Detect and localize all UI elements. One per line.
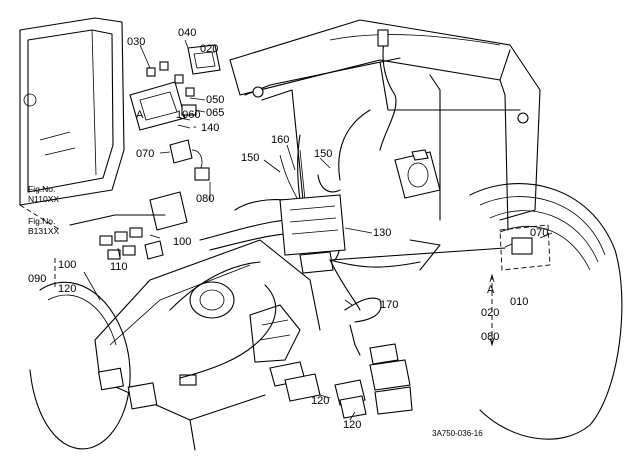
rear-window-panel xyxy=(19,17,125,231)
range-brackets xyxy=(54,258,495,347)
callout-1060: 1060 xyxy=(176,109,200,121)
tractor-cab xyxy=(229,19,541,271)
lower-harness xyxy=(344,297,413,415)
callout-130: 130 xyxy=(373,227,391,239)
battery-parts xyxy=(269,361,367,419)
callout-150-a: 150 xyxy=(241,152,259,164)
callout-090: 090 xyxy=(28,273,46,285)
front-tire-left xyxy=(29,281,131,450)
left-connectors xyxy=(69,191,188,260)
callout-080-left: 080 xyxy=(196,193,214,205)
callout-010: 010 xyxy=(510,296,528,308)
fig-ref-bottom-label: Fig.No. xyxy=(28,216,55,226)
figure-code: 3A750-036-16 xyxy=(432,429,483,438)
engine-hood xyxy=(94,239,321,451)
callout-070-left: 070 xyxy=(136,148,154,160)
callout-140-dash: - xyxy=(193,121,197,133)
main-harness xyxy=(169,29,421,379)
relay-box-right xyxy=(329,224,551,271)
front-lights xyxy=(97,367,197,410)
fig-ref-top: Fig.No. N110XX xyxy=(28,184,59,204)
callout-A-left: A xyxy=(136,109,144,121)
callout-065: 065 xyxy=(206,107,224,119)
instrument-panel xyxy=(394,149,441,199)
leader-lines xyxy=(83,39,553,421)
callout-160: 160 xyxy=(271,134,289,146)
callout-120-bottom-b: 120 xyxy=(343,419,361,431)
callout-120-range: 120 xyxy=(58,283,76,295)
callout-120-bottom-a: 120 xyxy=(311,395,329,407)
callout-A-right: A xyxy=(487,284,495,296)
fig-ref-top-value: N110XX xyxy=(28,194,59,204)
relay-box-left xyxy=(169,139,210,181)
callout-150-b: 150 xyxy=(314,148,332,160)
callout-100-range: 100 xyxy=(58,259,76,271)
fig-ref-top-label: Fig.No. xyxy=(28,184,55,194)
callout-080-right: 080 xyxy=(481,331,499,343)
callout-020-right: 020 xyxy=(481,307,499,319)
callout-020: 020 xyxy=(200,43,218,55)
callout-110: 110 xyxy=(110,261,128,273)
fig-ref-bottom-value: B131XX xyxy=(28,226,60,236)
callout-050: 050 xyxy=(206,94,224,106)
callout-030: 030 xyxy=(127,36,145,48)
callout-100: 100 xyxy=(173,236,191,248)
callout-140: 140 xyxy=(201,122,219,134)
callout-040: 040 xyxy=(178,27,196,39)
callout-070-right: 070 xyxy=(530,227,548,239)
fig-ref-bottom: Fig.No. B131XX xyxy=(28,216,60,236)
callout-170: 170 xyxy=(380,299,398,311)
